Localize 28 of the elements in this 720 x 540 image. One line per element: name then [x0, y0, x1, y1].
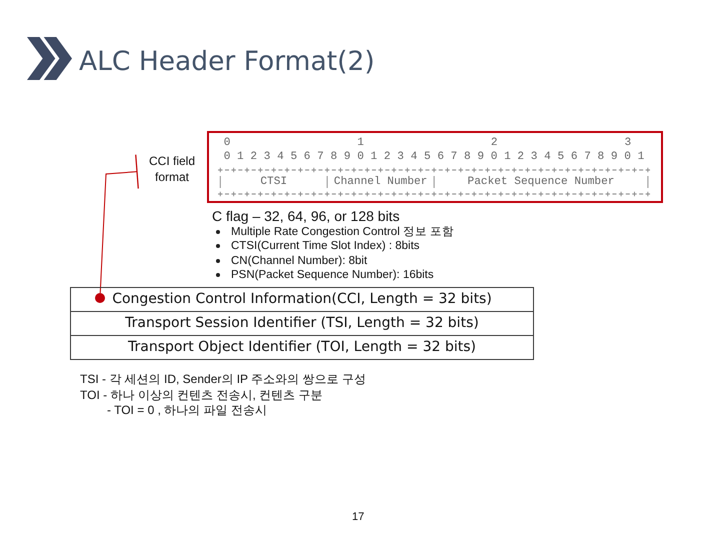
field-description: Congestion Control Information(CCI, Length = 32 bits) — [112, 291, 492, 308]
note-text: TSI - 각 세션의 ID, Sender의 IP 주소와의 쌍으로 구성 — [80, 371, 366, 387]
dot-icon — [95, 293, 105, 303]
bit-number: 0 — [224, 136, 230, 150]
field-description: Transport Object Identifier (TOI, Length = 32 bits) — [128, 339, 476, 356]
leader-line — [100, 154, 139, 294]
page-number: 17 — [352, 510, 364, 524]
field-name: Channel Number — [332, 176, 428, 188]
description-heading: C flag – 32, 64, 96, or 128 bits — [212, 208, 400, 224]
field-description: Transport Session Identifier (TSI, Length = 32 bits) — [125, 315, 479, 332]
bit-number: 2 — [490, 136, 498, 150]
note-text: - TOI = 0 , 하나의 파일 전송시 — [107, 402, 267, 418]
bit-index-row: 0 1 2 3 4 5 6 7 8 9 0 1 2 3 4 5 6 7 8 9 0 1 2 3 4 5 6 7 8 9 0 1 — [224, 150, 644, 164]
field-name: CTSI — [259, 176, 288, 188]
bullet-text: CN(Channel Number): 8bit — [231, 254, 368, 268]
header-field-row — [70, 287, 534, 312]
bullet-text: PSN(Packet Sequence Number): 16bits — [231, 268, 434, 282]
bullet-text: Multiple Rate Congestion Control 정보 포함 — [231, 225, 454, 239]
slide-title: ALC Header Format(2) — [79, 46, 375, 78]
header-field-row — [70, 335, 534, 360]
bit-number: 1 — [357, 136, 364, 150]
bit-number: 3 — [624, 136, 632, 150]
note-text: TOI - 하나 이상의 컨텐츠 전송시, 컨텐츠 구분 — [80, 387, 322, 403]
bit-field-diagram — [207, 131, 663, 203]
callout-label: CCI field format — [137, 151, 207, 187]
bullet-text: CTSI(Current Time Slot Index) : 8bits — [231, 239, 420, 253]
header-field-row — [70, 311, 534, 336]
field-name: Packet Sequence Number — [466, 176, 616, 188]
